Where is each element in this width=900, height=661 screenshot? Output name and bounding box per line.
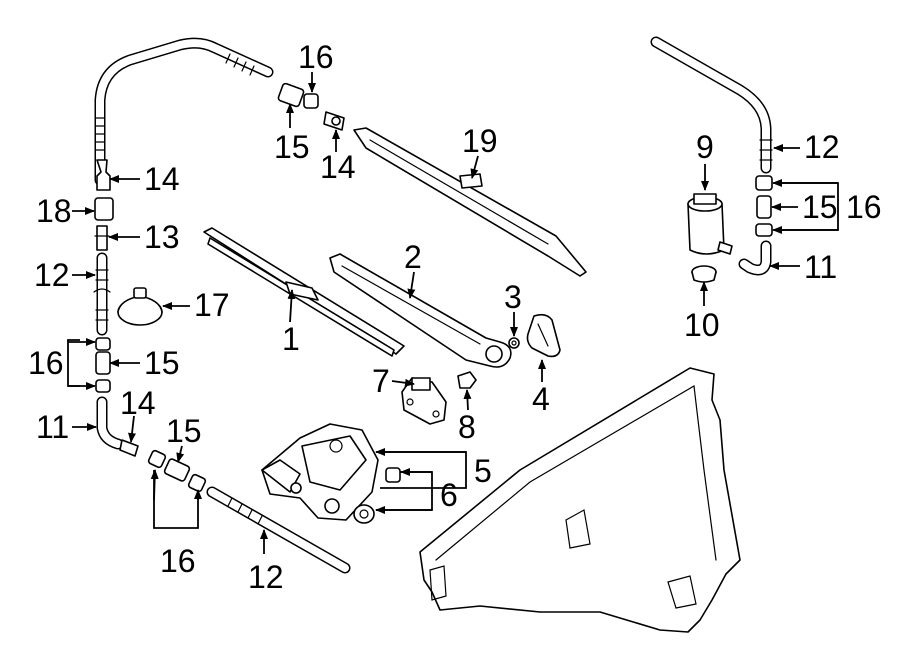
hose-cap-16-top (303, 93, 319, 109)
elbow-hose-11-right (738, 240, 772, 276)
grommet-cap-17 (117, 287, 163, 326)
callout-9: 9 (696, 129, 714, 165)
hose-connector-14-top (323, 111, 345, 131)
callout-19: 19 (462, 123, 498, 159)
callout-5: 5 (474, 453, 492, 489)
elbow-hose-11-left (96, 396, 124, 450)
hose-joiner-15-right (756, 195, 772, 219)
callout-12-left: 12 (34, 257, 70, 293)
callout-11-right: 11 (804, 249, 837, 285)
callout-18: 18 (36, 193, 72, 229)
hose-connector-14-left-top (96, 159, 111, 191)
callout-15-left: 15 (144, 345, 180, 381)
callout-17: 17 (194, 287, 230, 323)
hose-joiner-15-top (277, 82, 305, 108)
callout-10: 10 (684, 307, 720, 343)
bushing-6-upper (385, 467, 401, 483)
callout-14-left-top: 14 (144, 161, 180, 197)
callout-16-bottom: 16 (160, 543, 196, 579)
callout-7: 7 (372, 363, 390, 399)
washer-hose-12-bottom (206, 486, 351, 574)
pump-grommet-10 (691, 265, 717, 283)
callout-6: 6 (440, 477, 458, 513)
callout-16-left: 16 (28, 345, 64, 381)
callout-2: 2 (404, 239, 422, 275)
wiper-arm-2 (329, 253, 512, 368)
callout-11-left: 11 (36, 409, 69, 445)
hose-connector-14-left-bottom (119, 439, 139, 457)
wiper-arm-cover-19 (353, 127, 587, 277)
callout-12-right: 12 (804, 129, 840, 165)
callout-14-top: 14 (320, 149, 356, 185)
tailgate-inner-panel (419, 367, 741, 633)
hose-cap-16-bottom-b (187, 473, 207, 493)
wiper-motor-5 (261, 423, 379, 521)
callout-15-top: 15 (274, 129, 310, 165)
hose-cap-16-left-b (95, 379, 111, 393)
hose-cap-16-left-a (95, 337, 111, 351)
washer-hose-12-right (650, 36, 773, 174)
callout-15-right: 15 (802, 189, 838, 225)
hose-joiner-18 (94, 197, 114, 221)
hose-cap-16-right-b (755, 223, 773, 237)
hose-cap-16-bottom-a (147, 449, 167, 469)
hose-joiner-15-bottom (163, 458, 191, 482)
callout-8: 8 (458, 409, 476, 445)
callout-16-right: 16 (846, 189, 882, 225)
callout-14-left-bottom: 14 (120, 385, 156, 421)
bushing-6-lower (353, 504, 375, 524)
callout-13: 13 (144, 219, 180, 255)
callout-15-bottom: 15 (166, 413, 202, 449)
callout-1: 1 (282, 321, 300, 357)
arm-cover-cap-4 (526, 313, 561, 358)
nut-3 (508, 337, 520, 349)
washer-hose-upper-left (94, 37, 274, 186)
washer-pump-9 (687, 193, 733, 255)
hose-connector-13 (94, 225, 110, 251)
hose-joiner-15-left (95, 351, 111, 375)
hose-cap-16-right-a (755, 175, 773, 191)
washer-hose-12-left-segment (93, 252, 111, 336)
callout-16-top: 16 (298, 39, 334, 75)
callout-3: 3 (504, 279, 522, 315)
nut-8 (457, 371, 477, 389)
wiper-blade-1 (203, 227, 405, 357)
mounting-bracket-7 (401, 377, 447, 425)
callout-4: 4 (532, 381, 550, 417)
callout-12-bottom: 12 (248, 559, 284, 595)
